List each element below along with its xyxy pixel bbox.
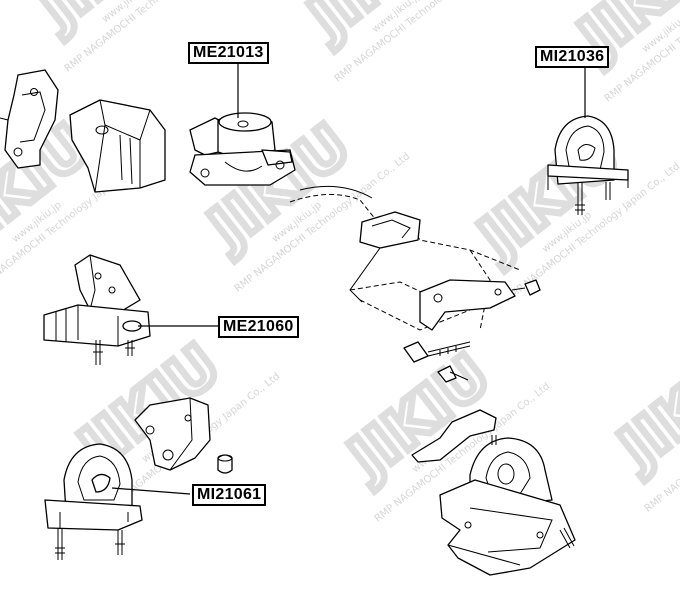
part-label-me21013: ME21013 xyxy=(188,42,269,64)
mi21061-mount-drawing xyxy=(44,443,143,560)
engine-assembly-drawing xyxy=(289,185,541,383)
bottom-right-mount-drawing xyxy=(411,409,576,576)
top-left-bracket-drawing xyxy=(0,69,59,169)
upper-mount-bracket-drawing xyxy=(69,99,166,193)
part-label-mi21061: MI21061 xyxy=(192,484,267,506)
part-label-mi21036: MI21036 xyxy=(535,46,610,68)
leader-lines xyxy=(111,62,586,495)
part-label-me21060: ME21060 xyxy=(218,316,299,338)
me21060-mount-drawing xyxy=(43,254,151,365)
mi21036-mount-drawing xyxy=(547,115,629,215)
lower-bracket-drawing xyxy=(134,397,233,474)
me21013-mount-drawing xyxy=(189,112,296,186)
